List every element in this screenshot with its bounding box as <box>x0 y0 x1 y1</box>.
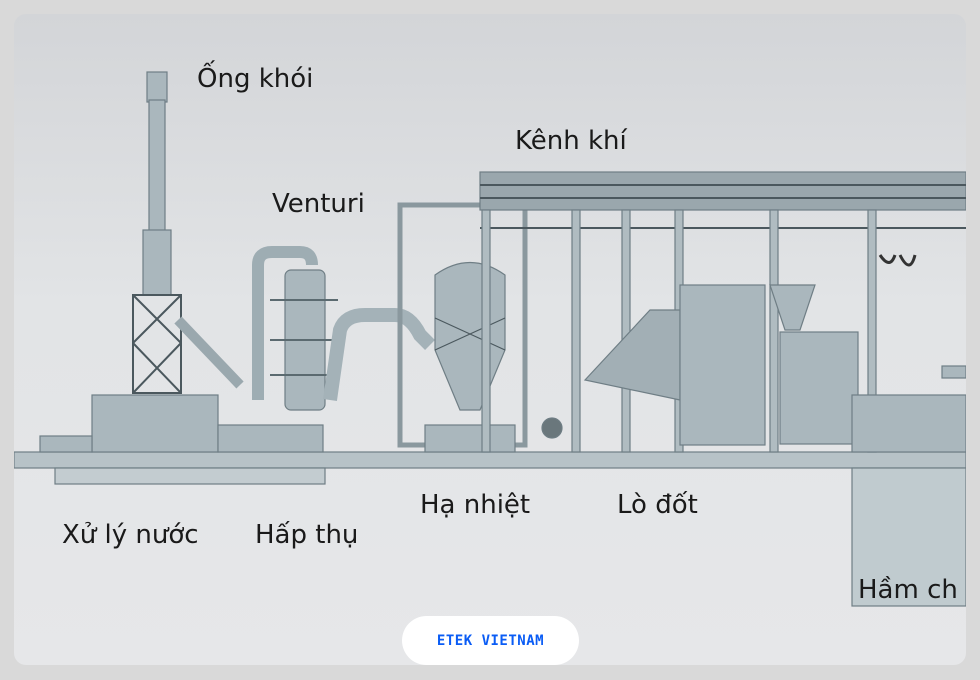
incinerator-plant-illustration <box>14 71 966 607</box>
label-venturi: Venturi <box>272 189 365 219</box>
water-treatment-unit <box>91 394 219 453</box>
bunker <box>851 467 966 607</box>
etek-vietnam-badge[interactable]: ETEK VIETNAM <box>402 616 579 665</box>
furnace-grate <box>583 309 681 401</box>
furnace <box>679 284 766 446</box>
air-duct <box>479 171 966 211</box>
diagram-card: Ống khói Kênh khí Venturi Hạ nhiệt Lò đố… <box>14 14 966 665</box>
label-air-duct: Kênh khí <box>515 126 627 156</box>
cooling-tower <box>434 262 506 411</box>
chimney <box>146 71 168 103</box>
ground-platform <box>14 451 966 469</box>
label-cooling: Hạ nhiệt <box>420 490 531 520</box>
label-water-treatment: Xử lý nước <box>62 520 199 550</box>
label-furnace: Lò đốt <box>617 490 698 520</box>
label-cellar: Hầm ch <box>858 575 958 605</box>
label-chimney: Ống khói <box>197 64 314 94</box>
label-absorption: Hấp thụ <box>255 520 359 550</box>
crane-grab <box>878 254 917 267</box>
venturi-duct <box>323 308 435 401</box>
